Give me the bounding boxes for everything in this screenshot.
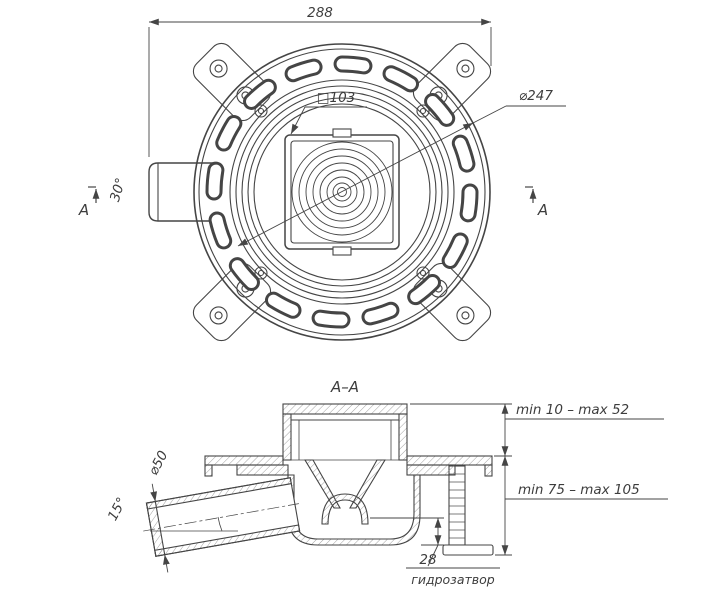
body-rim-right <box>406 464 456 476</box>
dim-body-adjust-label: min 75 – max 105 <box>518 482 640 498</box>
grate-clip-top <box>332 128 352 138</box>
dim-grate-adjust-label: min 10 – max 52 <box>516 402 629 418</box>
body-rim-left <box>236 464 289 476</box>
flange-outer-circle <box>193 43 491 341</box>
funnel-cone <box>304 459 386 509</box>
outlet-pipe-section <box>143 477 301 573</box>
leg-foot <box>442 544 494 556</box>
dim-flange-diameter-label: ⌀247 <box>519 88 553 104</box>
dim-overall-width: 288 <box>148 5 492 157</box>
section-view: A–A <box>105 378 668 587</box>
dim-grate-square-label: □103 <box>317 90 356 106</box>
section-mark-right-label: A <box>537 201 548 219</box>
flange-section <box>204 455 493 477</box>
water-seal-note: гидрозатвор <box>411 572 495 587</box>
dim-grate-adjust: min 10 – max 52 <box>410 402 664 457</box>
grate-housing <box>282 403 408 461</box>
siphon-dome <box>321 493 369 525</box>
grate-clip-bottom <box>332 246 352 256</box>
dim-body-adjust: min 75 – max 105 <box>495 455 668 556</box>
top-view: 288 □103 ⌀247 30° A A <box>78 5 566 342</box>
flange-screws <box>254 104 430 280</box>
grate-top-bar <box>282 403 408 415</box>
section-mark-right: A <box>525 186 548 219</box>
outlet-pipe-top <box>148 162 215 222</box>
support-leg <box>442 465 494 556</box>
dim-outlet-diameter-label: ⌀50 <box>145 448 171 478</box>
flange-outer-circle-2 <box>198 48 486 336</box>
trap-body <box>287 474 421 546</box>
dim-water-seal: 28 гидрозатвор <box>370 517 500 587</box>
dim-outlet-angle-label: 30° <box>107 176 129 204</box>
dim-outlet-diameter-lines <box>150 483 170 573</box>
dim-flange-diameter: ⌀247 <box>237 88 566 247</box>
dim-outlet-slope-label: 15° <box>105 495 130 524</box>
section-mark-left-label: A <box>78 201 89 219</box>
dim-grate-square: □103 <box>290 90 367 135</box>
section-mark-left: A <box>78 186 100 219</box>
dim-water-seal-label: 28 <box>419 552 436 568</box>
section-title: A–A <box>330 378 359 396</box>
dim-overall-width-label: 288 <box>307 5 333 21</box>
